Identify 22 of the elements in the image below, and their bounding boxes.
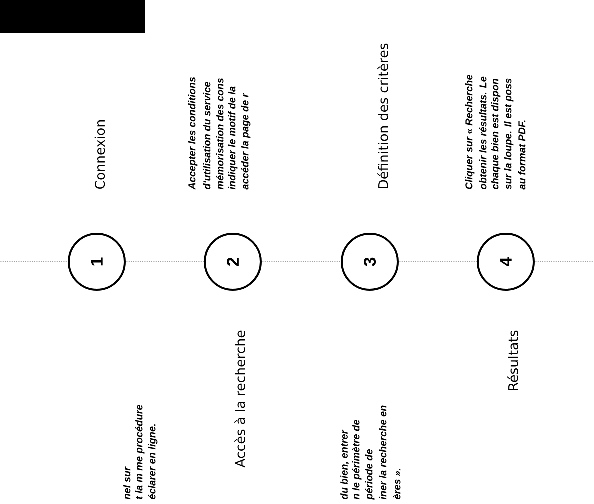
description-text: ères ». [393,468,401,500]
description-text: accéder la page de r [241,93,251,190]
description-text: t la m me procédure [135,405,145,500]
description-text: du bien, entrer [340,430,350,500]
description-text: iner la recherche en [379,406,387,500]
description-text: au format PDF. [518,120,526,190]
description-text: période de [365,450,375,500]
step-title: Résultats [508,330,518,390]
description-text: n le périmètre de [352,420,362,500]
description-text: indiquer le motif de la [228,86,238,190]
step-title: Accès à la recherche [234,330,246,468]
step-title: Définition des critères [378,44,388,188]
description-text: éclarer en ligne. [148,424,158,500]
step-title: Connexion [94,120,106,190]
description-text: chaque bien est dispon [491,79,501,190]
description-text: Accepter les conditions [188,77,198,190]
description-text: d'utilisation du service [203,82,211,190]
description-text: nel sur [123,466,131,500]
description-text: sur la loupe. Il est poss [504,78,514,190]
description-text: obtenir les résultats. Le [479,76,487,190]
description-text: mémorisation des cons [216,78,224,190]
description-text: Cliquer sur « Recherche [465,75,475,190]
